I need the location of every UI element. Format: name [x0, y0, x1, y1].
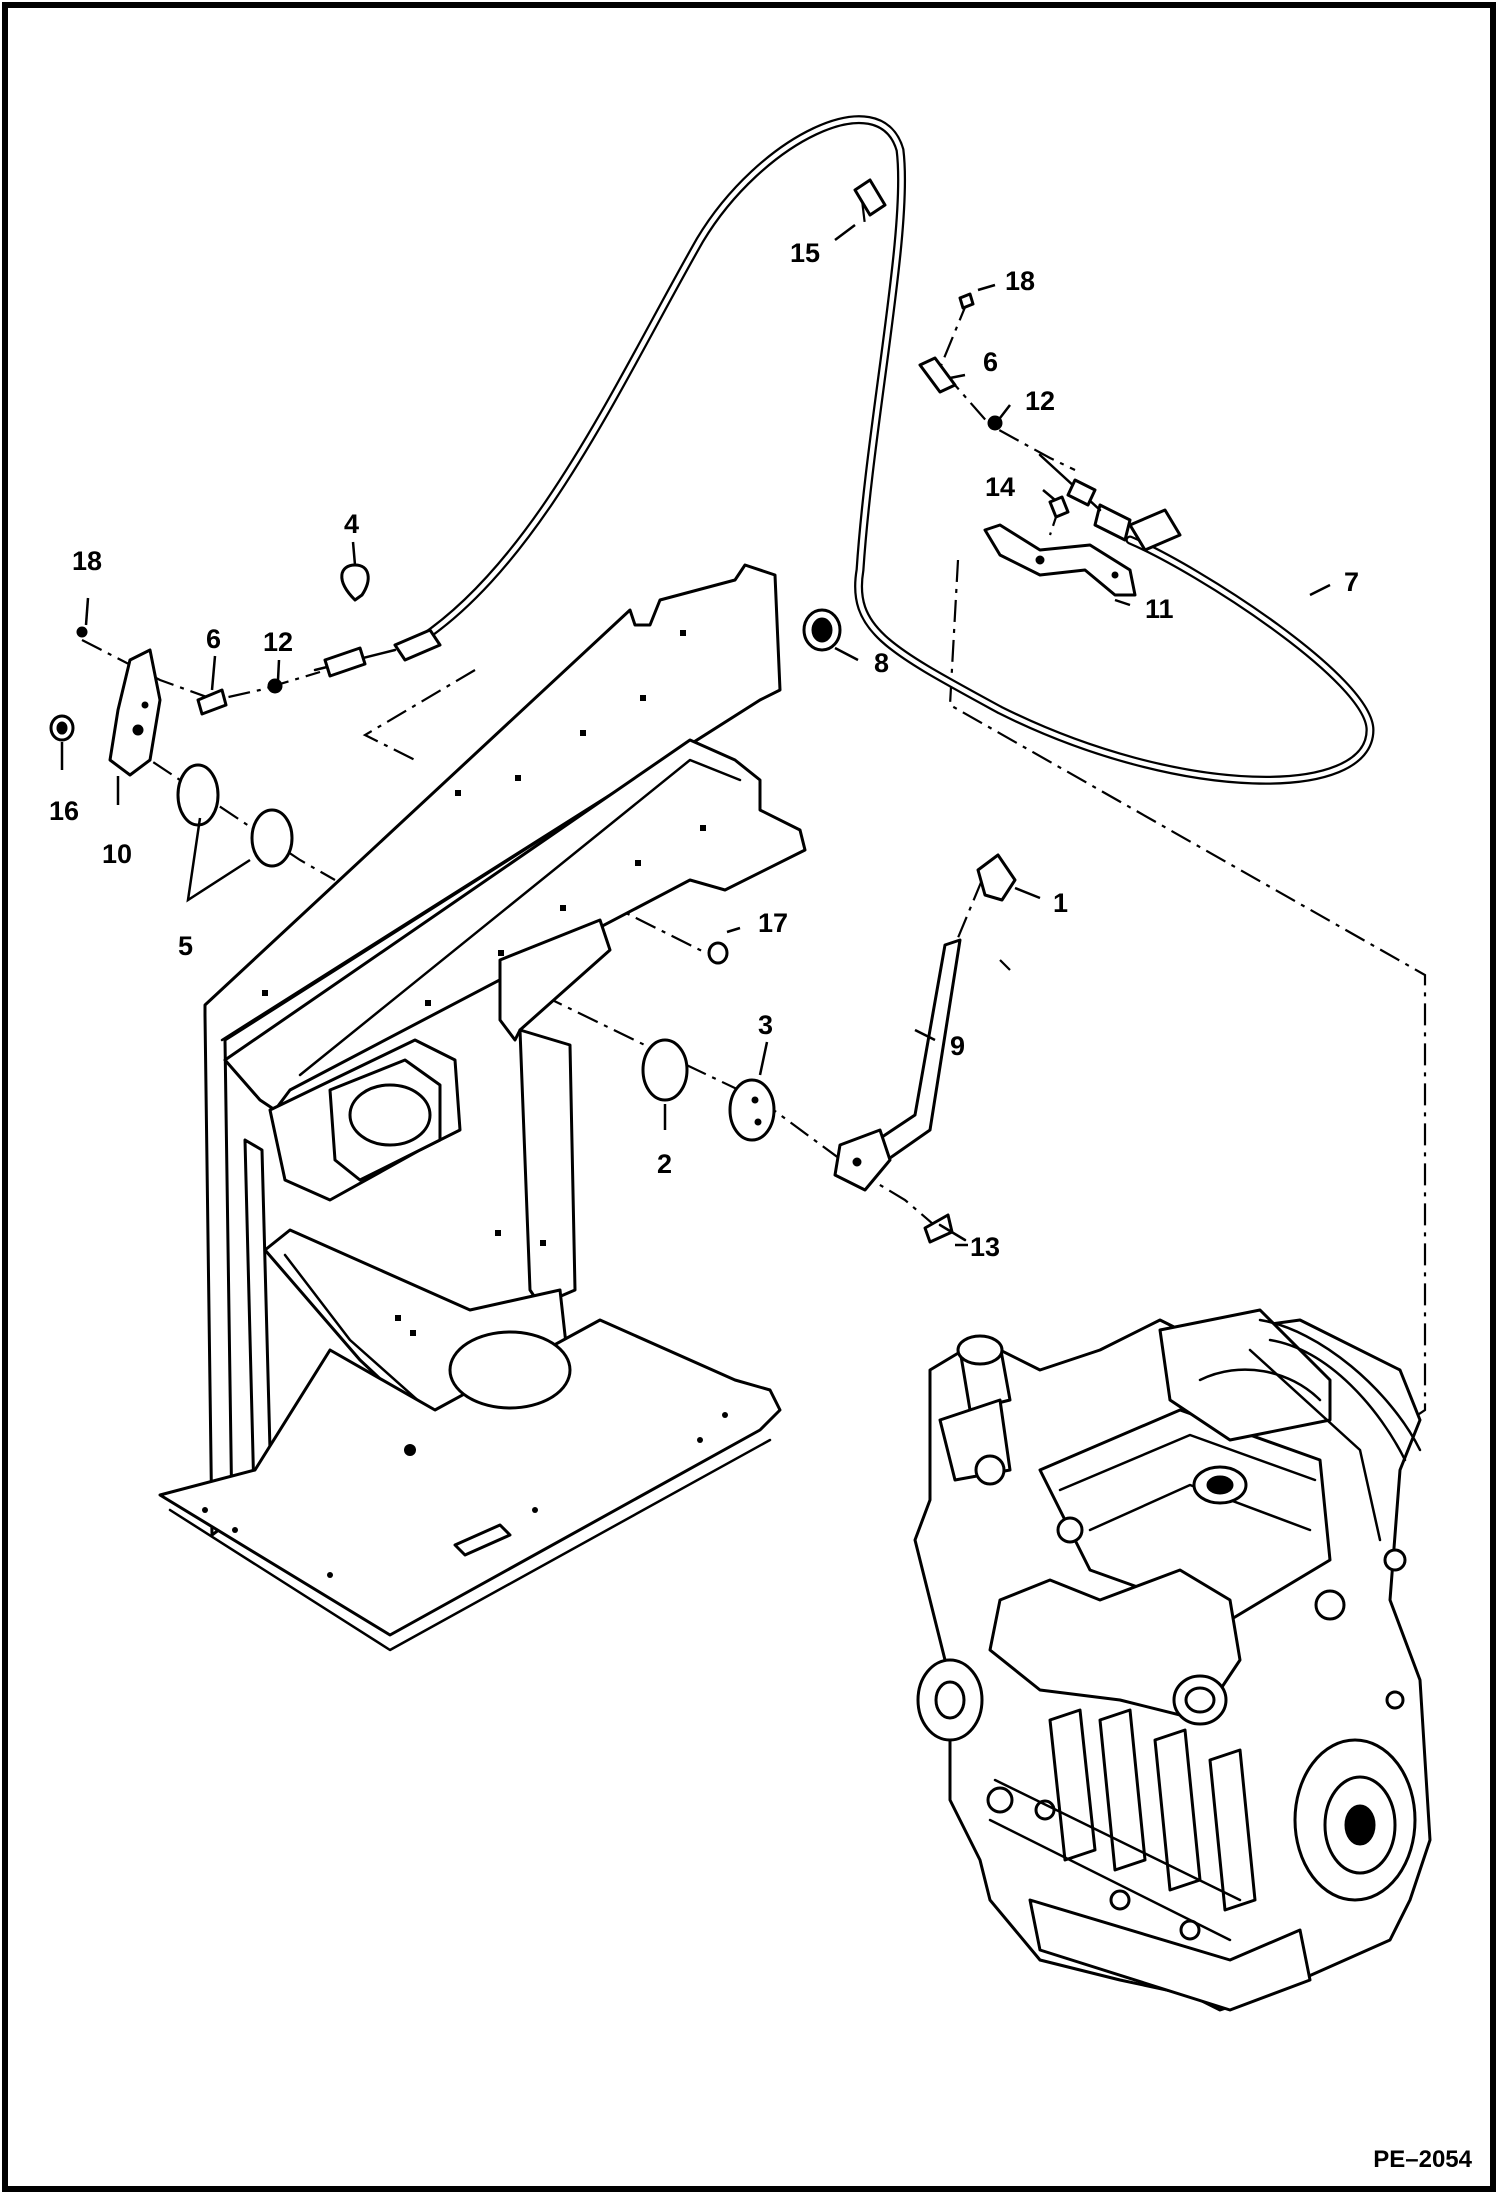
- callout-10: 10: [102, 839, 132, 869]
- bolt-6-right: [918, 356, 957, 394]
- callout-12-left: 12: [263, 627, 293, 657]
- clip-4: [340, 563, 370, 602]
- engine: [913, 1308, 1432, 2012]
- callout-9: 9: [950, 1031, 965, 1061]
- knob-1: [976, 853, 1017, 902]
- nut-12-left: [267, 678, 283, 694]
- callout-11: 11: [1145, 594, 1174, 624]
- callout-18-left: 18: [72, 546, 102, 576]
- throttle-cable: [313, 115, 1375, 785]
- bolt-14: [1048, 495, 1070, 519]
- callout-14: 14: [985, 472, 1015, 502]
- callout-18-right: 18: [1005, 266, 1035, 296]
- bracket-10: [108, 648, 162, 777]
- figure-id: PE–2054: [1373, 2146, 1472, 2173]
- disc-3: [728, 1078, 776, 1142]
- lever-9: [833, 938, 962, 1192]
- callout-7: 7: [1344, 567, 1359, 597]
- washer-18-left: [76, 626, 88, 638]
- nut-17: [707, 941, 729, 965]
- callout-4: 4: [344, 509, 359, 539]
- callout-6-right: 6: [983, 347, 998, 377]
- callout-13: 13: [970, 1232, 1000, 1262]
- callout-3: 3: [758, 1010, 773, 1040]
- ring-2: [641, 1038, 689, 1102]
- callout-1: 1: [1053, 888, 1068, 918]
- o-rings-5: [176, 763, 294, 868]
- callout-6-left: 6: [206, 624, 221, 654]
- callout-17: 17: [758, 908, 788, 938]
- bolt-6-left: [196, 688, 228, 716]
- callout-5: 5: [178, 931, 193, 961]
- callout-2: 2: [657, 1149, 672, 1179]
- grommet-8: [802, 608, 842, 652]
- callout-leaders: [60, 224, 1331, 1247]
- bracket-11: [983, 523, 1137, 597]
- nut-12-right: [987, 415, 1003, 431]
- pin-13: [923, 1213, 967, 1244]
- callout-12-right: 12: [1025, 386, 1055, 416]
- mounting-frame: [158, 563, 807, 1652]
- callout-8: 8: [874, 648, 889, 678]
- callout-15: 15: [790, 238, 820, 268]
- callout-labels: 1 2 3 4 5 6 6 7 8 9 10 11 12 12 13 14 15…: [49, 238, 1359, 1262]
- callout-16: 16: [49, 796, 79, 826]
- nut-16: [49, 714, 75, 742]
- washer-18-right: [958, 292, 975, 310]
- cable-clip-15: [853, 178, 887, 217]
